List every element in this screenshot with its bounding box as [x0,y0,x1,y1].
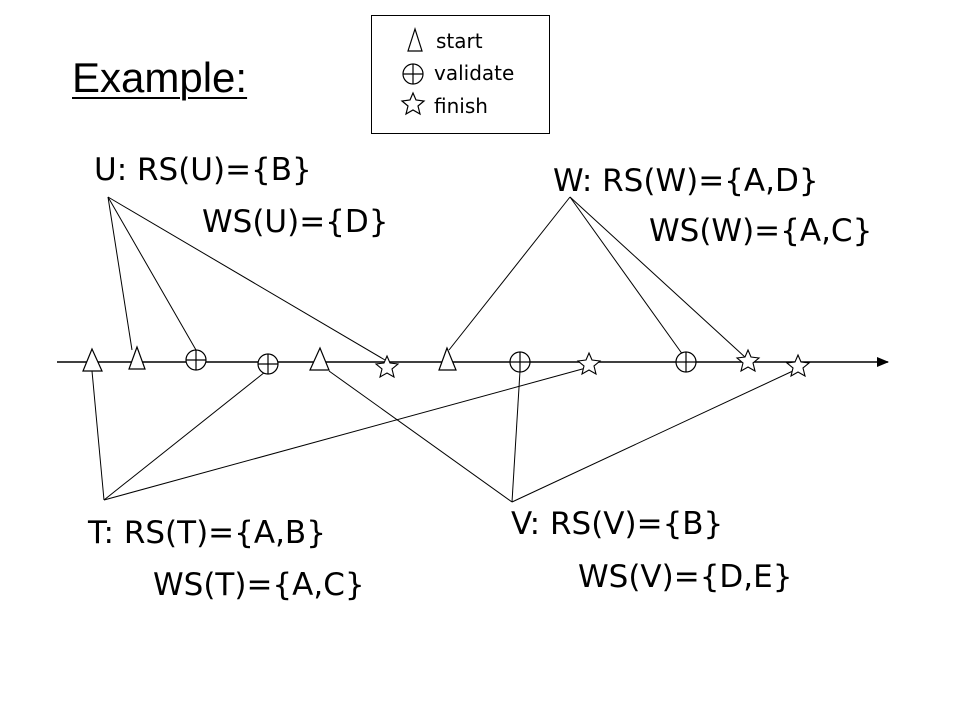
legend [371,15,550,134]
w-validate-line [569,196,684,356]
triangle-icon [309,346,330,371]
circle-cross-icon [402,63,424,85]
triangle-icon [407,27,423,52]
legend-validate-label: validate [434,61,515,85]
legend-finish-label: finish [434,94,488,118]
legend-icons [400,27,426,116]
v-start-line [328,370,513,503]
transaction-v-write-set: WS(V)={D,E} [578,559,793,595]
circle-cross-icon [185,349,207,371]
triangle-icon [438,346,457,371]
transaction-u-write-set: WS(U)={D} [202,204,389,240]
v-finish-line [511,369,796,503]
u-validate-line [107,196,197,351]
star-icon [735,348,761,373]
star-icon [576,351,602,376]
t-connectors [91,367,587,501]
legend-start-label: start [436,29,483,53]
u-connectors [107,196,386,361]
transaction-t-write-set: WS(T)={A,C} [153,567,365,603]
u-start-line [107,196,133,351]
transaction-u-read-set: U: RS(U)={B} [94,152,312,188]
triangle-icon [128,345,146,370]
validate-markers [185,349,697,375]
star-icon [374,354,400,379]
w-connectors [448,196,747,359]
transaction-v-read-set: V: RS(V)={B} [511,506,724,542]
circle-cross-icon [257,353,279,375]
start-markers [82,345,457,372]
u-finish-line [107,196,386,361]
page-title: Example: [72,54,248,101]
star-icon [400,91,426,116]
v-connectors [328,369,796,503]
transaction-t-read-set: T: RS(T)={A,B} [88,515,326,551]
t-finish-line [103,367,587,501]
star-icon [785,353,811,378]
t-start-line [91,370,105,501]
finish-markers [374,348,811,379]
transaction-w-read-set: W: RS(W)={A,D} [553,163,819,199]
triangle-icon [82,347,103,372]
transaction-w-write-set: WS(W)={A,C} [649,213,873,249]
circle-cross-icon [675,351,697,373]
t-validate-line [103,371,266,501]
w-start-line [448,196,571,351]
w-finish-line [569,196,747,359]
v-validate-line [511,370,521,503]
circle-cross-icon [509,351,531,373]
